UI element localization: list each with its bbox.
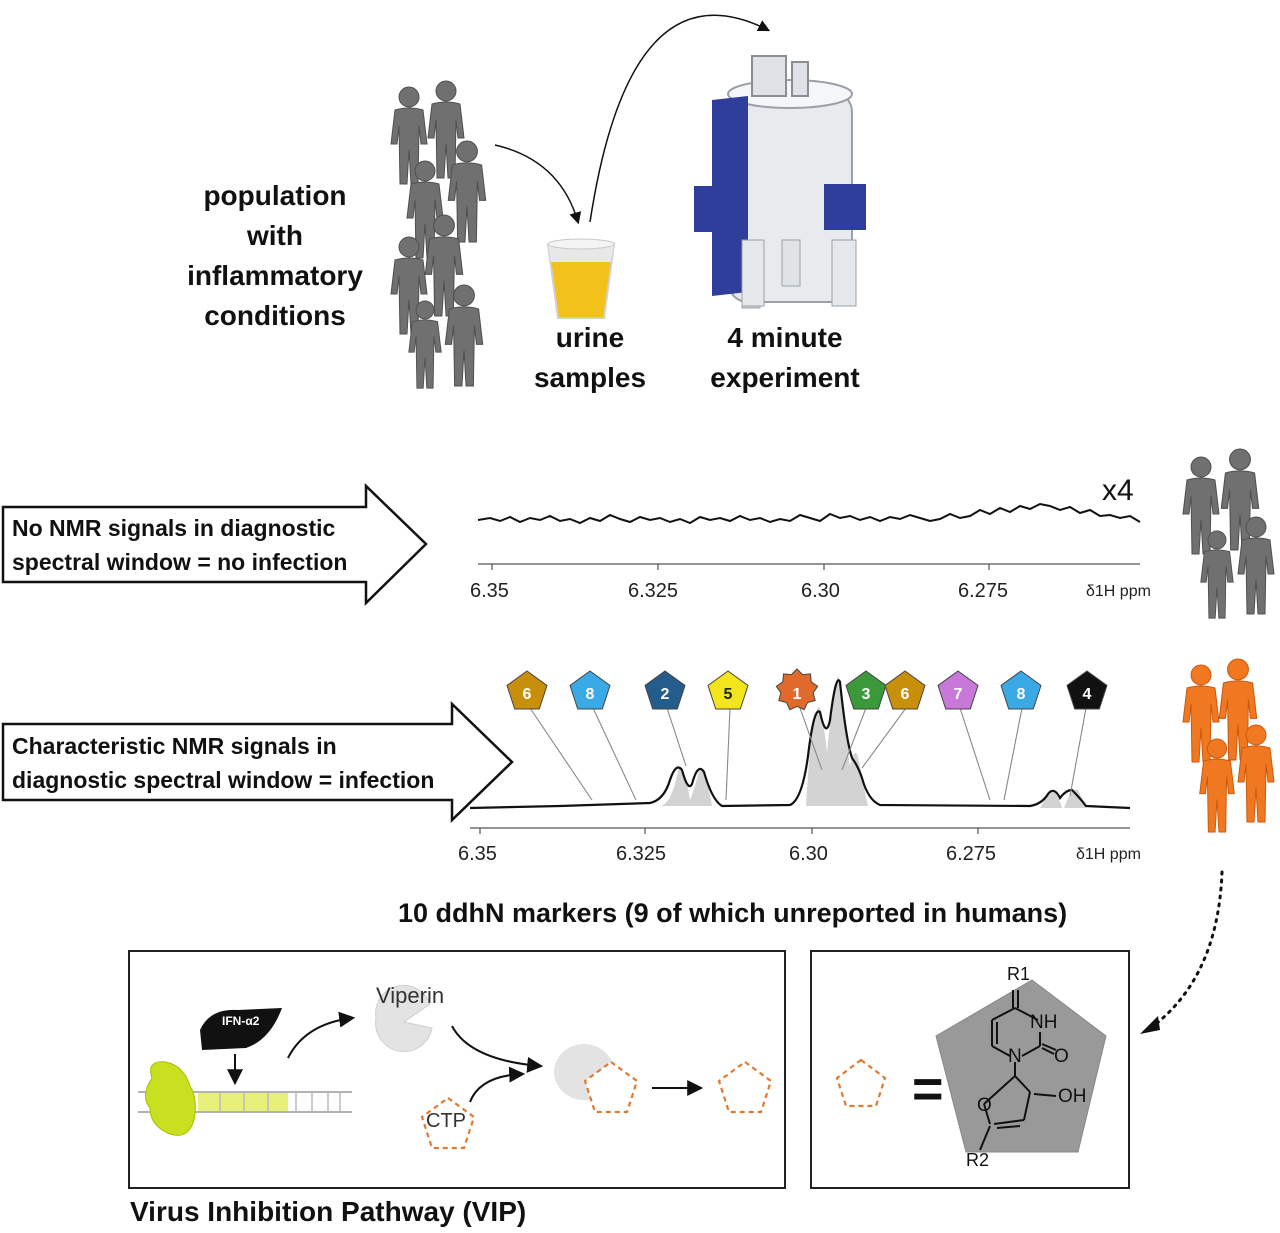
- transcription-factor-icon: [145, 1061, 196, 1136]
- marker-7-icon: 7: [937, 670, 979, 710]
- marker-shape: [506, 670, 548, 710]
- arrow-to-spectrometer: [589, 14, 771, 223]
- marker-label: 5: [724, 686, 733, 703]
- ddhn-product-pentagon: [583, 1060, 639, 1114]
- marker-shape: [775, 668, 819, 711]
- marker-1-icon: 1: [775, 668, 819, 711]
- ifn-label: IFN-α2: [222, 1014, 260, 1028]
- tick-label: 6.275: [946, 843, 997, 865]
- markers-caption: 10 ddhN markers (9 of which unreported i…: [398, 898, 1068, 928]
- urine-cup-icon: [546, 238, 616, 319]
- urine-label-line-1: urine: [555, 322, 625, 353]
- vip-box: [128, 950, 786, 1189]
- infection-text-line-2: diagnostic spectral window = infection: [12, 767, 435, 793]
- marker-label: 6: [901, 686, 910, 703]
- marker-shape: [644, 670, 686, 710]
- arrow-to-urine: [494, 144, 582, 225]
- marker-shape: [937, 670, 979, 710]
- tick-label: 6.30: [789, 843, 828, 865]
- marker-5-icon: 5: [707, 670, 749, 710]
- viperin-label: Viperin: [376, 983, 445, 1008]
- marker-shape: [1000, 670, 1042, 710]
- ring-o-label: O: [977, 1095, 992, 1116]
- marker-label: 6: [523, 686, 532, 703]
- no-infection-text-line-2: spectral window = no infection: [12, 549, 348, 575]
- gene-segment: [198, 1093, 288, 1111]
- no-infection-text: No NMR signals in diagnostic spectral wi…: [12, 511, 347, 579]
- tick-label: 6.35: [458, 843, 497, 865]
- ctp-label: CTP: [426, 1110, 466, 1132]
- carbonyl-o-label: O: [1054, 1046, 1069, 1067]
- marker-8-icon: 8: [569, 670, 611, 710]
- nmr-spectrometer-icon: [694, 55, 866, 309]
- dotted-arrow: [1146, 870, 1224, 1032]
- infection-text: Characteristic NMR signals in diagnostic…: [12, 729, 434, 797]
- viperin-icon: [375, 984, 433, 1052]
- no-infection-text-line-1: No NMR signals in diagnostic: [12, 515, 336, 541]
- marker-shape: [1066, 670, 1108, 710]
- infection-text-line-1: Characteristic NMR signals in: [12, 733, 337, 759]
- tick-label: 6.325: [628, 580, 679, 602]
- marker-label: 4: [1083, 686, 1092, 703]
- tick-label: 6.325: [616, 843, 667, 865]
- equals-sign: =: [912, 1059, 944, 1119]
- population-label-line-2: with: [247, 220, 303, 251]
- population-group-icon: [390, 80, 487, 389]
- axis-unit-label: δ1H ppm: [1076, 846, 1141, 863]
- marker-label: 1: [793, 686, 802, 703]
- marker-label: 2: [661, 686, 670, 703]
- n-label: N: [1008, 1046, 1022, 1067]
- population-label-line-1: population: [203, 180, 347, 211]
- oh-label: OH: [1058, 1086, 1087, 1107]
- marker-label: 7: [954, 686, 963, 703]
- marker-4-icon: 4: [1066, 670, 1108, 710]
- marker-label: 8: [586, 686, 595, 703]
- urine-label-line-2: samples: [533, 362, 647, 393]
- healthy-people-icon: [1182, 448, 1275, 619]
- marker-3-icon: 3: [845, 670, 887, 710]
- marker-6-icon: 6: [884, 670, 926, 710]
- marker-shape: [707, 670, 749, 710]
- experiment-label-line-2: experiment: [710, 362, 860, 393]
- vip-title: Virus Inhibition Pathway (VIP): [130, 1196, 527, 1227]
- marker-shape: [569, 670, 611, 710]
- population-label-line-3: inflammatory: [187, 260, 363, 291]
- marker-6-icon: 6: [506, 670, 548, 710]
- ddhn-small-pentagon: [835, 1058, 887, 1108]
- infected-people-icon: [1182, 658, 1275, 833]
- marker-leader-lines: [529, 707, 1087, 801]
- infection-spectrum-line: [469, 679, 1131, 810]
- urine-label: urine samples: [510, 318, 670, 398]
- tick-label: 6.35: [470, 580, 509, 602]
- tick-label: 6.275: [958, 580, 1009, 602]
- marker-8-icon: 8: [1000, 670, 1042, 710]
- infection-arrow: [1, 701, 514, 823]
- marker-2-icon: 2: [644, 670, 686, 710]
- marker-shape: [884, 670, 926, 710]
- tick-label: 6.30: [801, 580, 840, 602]
- structure-gray-pentagon: [935, 979, 1107, 1153]
- r2-label: R2: [966, 1150, 990, 1170]
- ddhn-marker-group: 6 8 2 5 1 3 6 7 8 4: [506, 668, 1108, 711]
- marker-label: 3: [862, 686, 871, 703]
- population-label-line-4: conditions: [204, 300, 346, 331]
- scale-factor-label: x4: [1102, 474, 1134, 507]
- marker-label: 8: [1017, 686, 1026, 703]
- population-label: population with inflammatory conditions: [170, 176, 380, 336]
- experiment-label-line-1: 4 minute: [727, 322, 843, 353]
- ifn-shape: [200, 1008, 282, 1050]
- marker-shape: [845, 670, 887, 710]
- nucleobase-ring: [979, 990, 1057, 1151]
- experiment-label: 4 minute experiment: [690, 318, 880, 398]
- peak-areas: [660, 676, 1086, 808]
- flat-spectrum-line: [477, 502, 1141, 525]
- nh-label: NH: [1030, 1012, 1058, 1033]
- no-infection-arrow: [1, 483, 428, 606]
- r1-label: R1: [1007, 964, 1031, 984]
- axis-unit-label: δ1H ppm: [1086, 583, 1151, 600]
